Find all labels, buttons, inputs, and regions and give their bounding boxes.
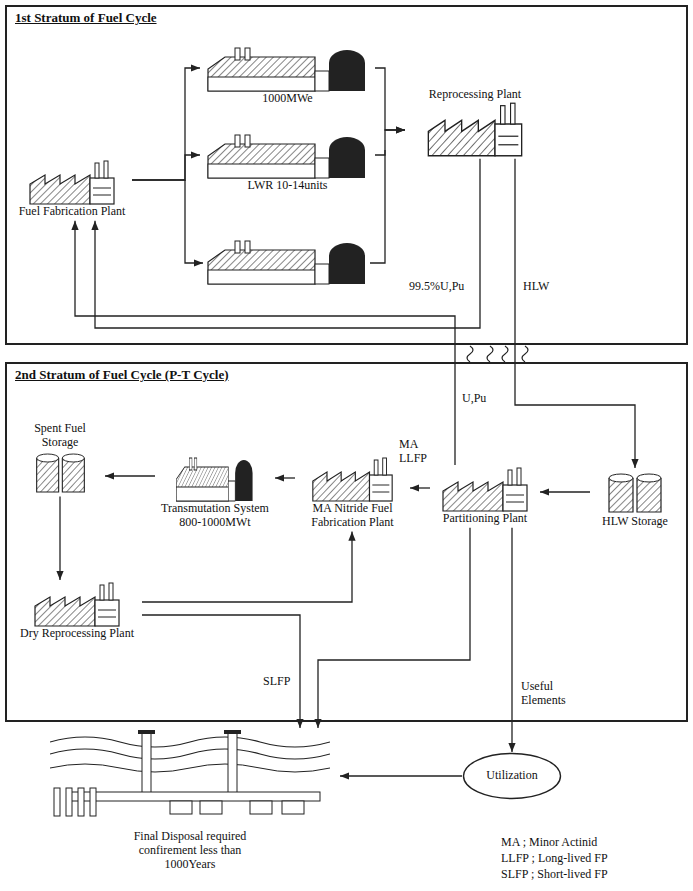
flow-arrow [515,159,635,468]
flow-label: U,Pu [461,392,487,406]
abbreviation-note: MA ; Minor Actinid [500,836,598,850]
abbreviation-note: SLFP ; Short-lived FP [500,868,609,882]
reactor-icon [205,47,370,92]
flow-arrow [340,775,462,776]
flow-label: HLW [522,280,550,294]
stratum-title: 2nd Stratum of Fuel Cycle (P-T Cycle) [15,368,229,383]
flow-label: SLFP [262,675,291,689]
node-label: Final Disposal required confirement less… [120,830,260,871]
flow-arrow [511,528,512,752]
partitioning-plant: Partitioning Plant [430,465,540,528]
tank-icon [33,450,88,495]
node-label: Dry Reprocessing Plant [20,627,134,641]
flow-label: 99.5%U,Pu [408,280,465,294]
flow-arrow [75,221,455,465]
plant-icon [27,160,117,205]
reactor-icon [205,134,370,179]
plant-icon [310,457,395,502]
node-label: HLW Storage [602,515,668,529]
reactor-unit: 1000MWe [200,45,375,108]
dry-reprocessing-plant: Dry Reprocessing Plant [12,580,142,643]
plant-icon [440,467,530,512]
stratum-band: 2nd Stratum of Fuel Cycle (P-T Cycle) HLW… [5,362,688,722]
storage-tank: Spent Fuel Storage [15,420,105,497]
node-label: Reprocessing Plant [429,88,521,102]
flow-arrow [95,159,480,328]
plant-icon [425,102,525,157]
reactor-unit: LWR 10-14units [200,132,375,195]
node-label: Utilization [486,769,537,783]
flow-arrow [410,487,430,488]
flow-arrow [318,528,470,728]
flow-arrow [142,532,352,602]
flow-label: Useful Elements [520,680,592,708]
node-label: 1000MWe [262,92,312,106]
flow-label: MA LLFP [398,438,436,466]
flow-arrow [132,68,200,180]
fuel-fabrication-plant: MA Nitride Fuel Fabrication Plant [295,455,410,532]
break-marks [467,346,528,362]
node-label: LWR 10-14units [247,179,327,193]
stratum-title: 1st Stratum of Fuel Cycle [15,11,157,26]
utilization-ellipse: Utilization [462,752,562,800]
abbreviation-note: LLFP ; Long-lived FP [500,852,609,866]
final-disposal: Final Disposal required confirement less… [40,728,340,873]
transmutation-system: Transmutation System 800-1000MWt [155,455,275,532]
stratum-band: 1st Stratum of Fuel CycleFuel Fabricatio… [5,5,688,345]
disposal-icon [50,730,330,830]
reactor-icon [175,457,255,502]
flow-arrow [375,68,405,130]
fabrication-plant: Fuel Fabrication Plant [12,158,132,221]
flow-arrow [375,130,405,155]
flow-arrow [540,491,590,492]
node-label: Transmutation System 800-1000MWt [157,502,273,530]
node-label: Spent Fuel Storage [17,422,103,450]
node-label: MA Nitride Fuel Fabrication Plant [297,502,408,530]
plant-icon [32,582,122,627]
flow-arrow [105,475,155,476]
node-label: Fuel Fabrication Plant [19,205,126,219]
flow-arrow [142,615,300,728]
reprocessing-plant: Reprocessing Plant [405,86,545,159]
node-label: Partitioning Plant [443,512,527,526]
tank-icon [605,470,665,515]
flow-arrow [59,497,60,580]
flow-arrow [275,477,295,478]
storage-tank: HLW Storage [590,468,680,531]
flow-arrow [132,155,200,180]
